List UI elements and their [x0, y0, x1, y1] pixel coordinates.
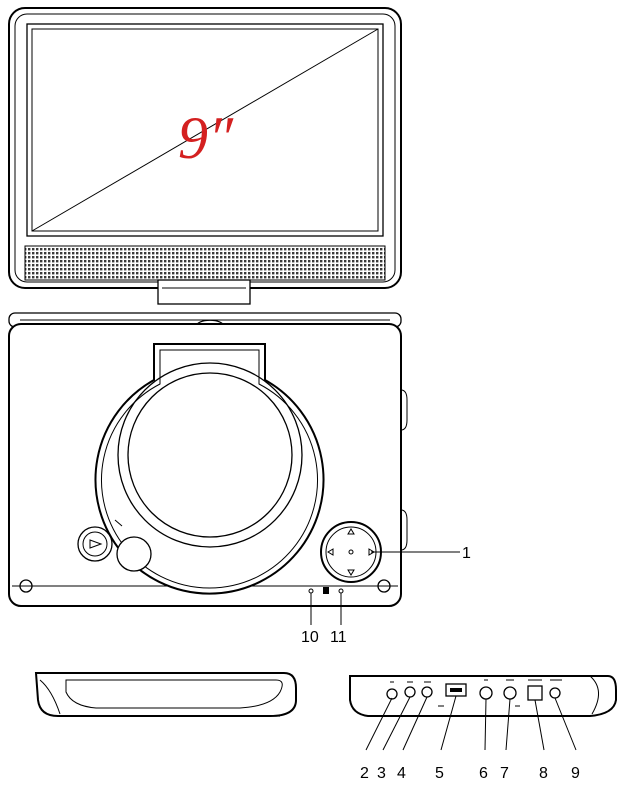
leader-lines [310, 551, 577, 751]
callout-11: 11 [330, 629, 347, 646]
open-button[interactable] [116, 536, 152, 572]
right-side-view [349, 675, 617, 717]
screen-lid: 9″ [8, 7, 402, 305]
arrow-up-icon [347, 528, 355, 535]
lcd-display [26, 23, 384, 237]
arrow-right-icon [368, 548, 375, 556]
screen-diagonal [31, 28, 379, 232]
callout-labels: 1 2 3 4 5 6 7 8 9 10 11 [301, 545, 580, 782]
arrow-down-icon [347, 569, 355, 576]
callout-3: 3 [377, 765, 386, 782]
callout-5: 5 [435, 765, 444, 782]
disc-lid [94, 343, 325, 595]
arrow-left-icon [327, 548, 334, 556]
callout-8: 8 [539, 765, 548, 782]
callout-2: 2 [360, 765, 369, 782]
speaker-grille [24, 245, 386, 281]
screen-size-label: 9″ [178, 105, 234, 171]
callout-10: 10 [301, 629, 319, 646]
callout-4: 4 [397, 765, 406, 782]
disc-window [117, 362, 303, 548]
callout-1: 1 [462, 545, 471, 562]
callout-9: 9 [571, 765, 580, 782]
hinge-tab [157, 279, 251, 305]
base-unit [8, 312, 408, 607]
open-button-icon [89, 539, 103, 549]
left-side-view [34, 672, 297, 717]
callout-6: 6 [479, 765, 488, 782]
callout-7: 7 [500, 765, 509, 782]
